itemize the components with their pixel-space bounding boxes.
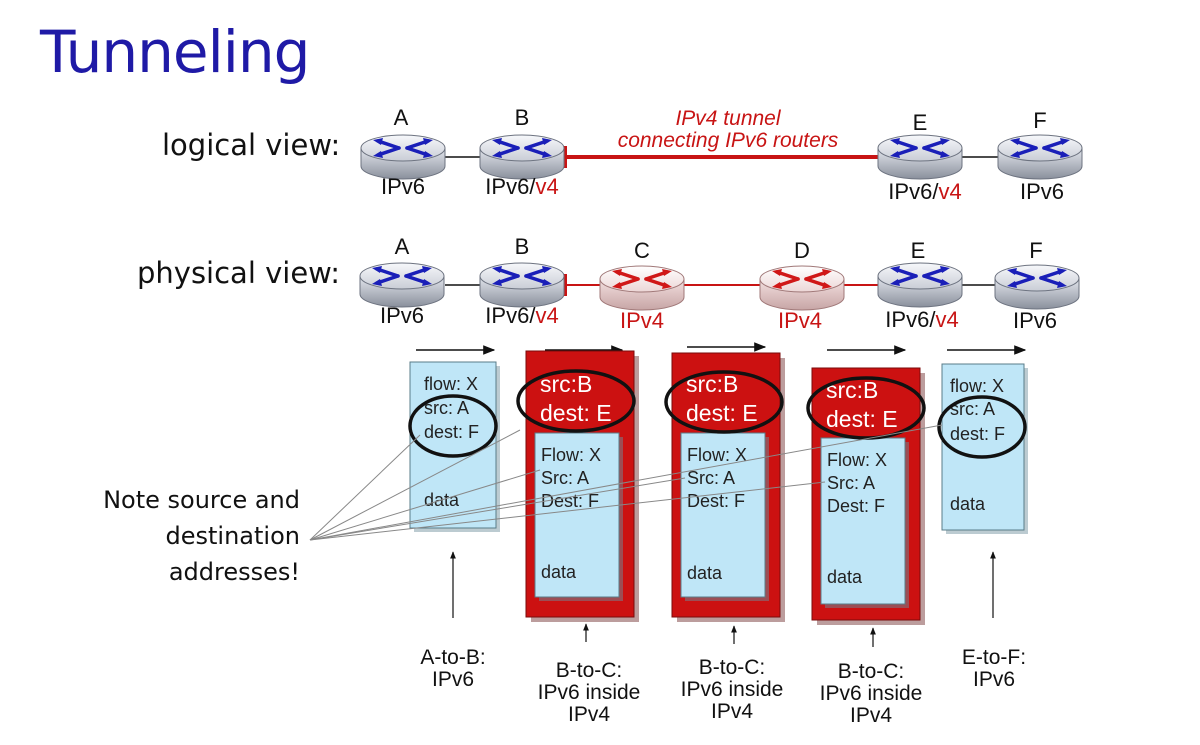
highlight-ellipse-1 xyxy=(408,394,498,458)
caption-b-to-c-2-line-3: IPv4 xyxy=(711,700,753,723)
pkt2-inner-src: Src: A xyxy=(541,468,589,488)
caption-a-to-b-line-2: IPv6 xyxy=(432,668,474,691)
router-name-b-physical: B xyxy=(515,234,530,259)
packet-e-to-f: flow: X src: A dest: F data xyxy=(941,363,1028,534)
caption-e-to-f: E-to-F: IPv6 xyxy=(962,646,1026,691)
router-icon-f-logical xyxy=(996,133,1084,181)
pkt3-inner-flow: Flow: X xyxy=(687,445,747,465)
router-type-b-logical: IPv6/v4 xyxy=(485,174,558,199)
caption-e-to-f-line-2: IPv6 xyxy=(973,668,1015,691)
router-type-f-logical: IPv6 xyxy=(1020,179,1064,204)
router-icon-e-logical xyxy=(876,133,964,181)
note-pointer-lines xyxy=(309,424,943,541)
caption-a-to-b: A-to-B: IPv6 xyxy=(420,646,485,691)
caption-b-to-c-2: B-to-C: IPv6 inside IPv4 xyxy=(681,656,784,723)
physical-view-label: physical view: xyxy=(137,256,341,290)
pkt1-flow: flow: X xyxy=(424,374,478,394)
pkt5-dest: dest: F xyxy=(950,424,1005,444)
pkt4-inner-dest: Dest: F xyxy=(827,496,885,516)
router-type-c-physical: IPv4 xyxy=(620,308,664,333)
router-name-a-logical: A xyxy=(394,105,409,130)
caption-b-to-c-3-line-3: IPv4 xyxy=(850,704,892,727)
router-type-e-physical: IPv6/v4 xyxy=(885,307,958,332)
router-name-e-logical: E xyxy=(913,110,928,135)
caption-b-to-c-1-line-2: IPv6 inside xyxy=(538,681,641,704)
pkt2-outer-dest: dest: E xyxy=(540,400,612,426)
note-line-2: destination xyxy=(165,522,300,550)
packet-b-to-c-3: src:B dest: E Flow: X Src: A Dest: F dat… xyxy=(811,367,925,625)
highlight-ellipse-4 xyxy=(806,376,926,440)
caption-b-to-c-3-line-2: IPv6 inside xyxy=(820,682,923,705)
router-type-a-physical: IPv6 xyxy=(380,303,424,328)
pkt1-dest: dest: F xyxy=(424,422,479,442)
note-line-1: Note source and xyxy=(103,486,300,514)
highlight-ellipse-5 xyxy=(937,395,1027,459)
router-name-b-logical: B xyxy=(515,105,530,130)
router-name-d-physical: D xyxy=(794,238,810,263)
router-icon-c-physical xyxy=(598,264,686,312)
caption-b-to-c-3-line-1: B-to-C: xyxy=(838,660,905,683)
page-title: Tunneling xyxy=(40,18,310,86)
router-name-a-physical: A xyxy=(395,234,410,259)
note-text: Note source and destination addresses! xyxy=(80,482,300,590)
router-icon-f-physical xyxy=(993,263,1081,311)
pkt3-outer-dest: dest: E xyxy=(686,400,758,426)
router-name-e-physical: E xyxy=(911,238,926,263)
pkt3-inner-data: data xyxy=(687,563,723,583)
caption-a-to-b-line-1: A-to-B: xyxy=(420,646,485,669)
pkt4-inner-flow: Flow: X xyxy=(827,450,887,470)
pkt2-inner-flow: Flow: X xyxy=(541,445,601,465)
router-icon-b-logical xyxy=(478,133,566,181)
caption-e-to-f-line-1: E-to-F: xyxy=(962,646,1026,669)
pkt5-src: src: A xyxy=(950,399,995,419)
pkt4-outer-src: src:B xyxy=(826,377,878,403)
router-type-d-physical: IPv4 xyxy=(778,308,822,333)
router-name-c-physical: C xyxy=(634,238,650,263)
pkt2-inner-data: data xyxy=(541,562,577,582)
router-type-b-physical: IPv6/v4 xyxy=(485,303,558,328)
router-icon-a-logical xyxy=(359,133,447,181)
pkt5-data: data xyxy=(950,494,986,514)
pkt3-inner-src: Src: A xyxy=(687,468,735,488)
router-name-f-logical: F xyxy=(1033,108,1046,133)
router-type-f-physical: IPv6 xyxy=(1013,308,1057,333)
router-icon-a-physical xyxy=(358,261,446,309)
router-icon-e-physical xyxy=(876,261,964,309)
pkt4-inner-data: data xyxy=(827,567,863,587)
router-icon-d-physical xyxy=(758,264,846,312)
caption-b-to-c-1-line-3: IPv4 xyxy=(568,703,610,726)
highlight-ellipse-3 xyxy=(664,370,784,434)
packet-b-to-c-2: src:B dest: E Flow: X Src: A Dest: F dat… xyxy=(671,352,785,622)
caption-b-to-c-2-line-2: IPv6 inside xyxy=(681,678,784,701)
caption-b-to-c-3: B-to-C: IPv6 inside IPv4 xyxy=(820,660,923,727)
pkt5-flow: flow: X xyxy=(950,376,1004,396)
caption-b-to-c-2-line-1: B-to-C: xyxy=(699,656,766,679)
tunnel-label-2: connecting IPv6 routers xyxy=(618,129,839,152)
router-icon-b-physical xyxy=(478,261,566,309)
logical-view-label: logical view: xyxy=(162,128,341,162)
pkt4-outer-dest: dest: E xyxy=(826,406,898,432)
pkt2-inner-dest: Dest: F xyxy=(541,491,599,511)
pkt4-inner-src: Src: A xyxy=(827,473,875,493)
note-line-3: addresses! xyxy=(168,558,300,586)
highlight-ellipse-2 xyxy=(516,369,636,433)
router-type-e-logical: IPv6/v4 xyxy=(888,179,961,204)
tunnel-label-1: IPv4 tunnel xyxy=(675,107,781,130)
router-type-a-logical: IPv6 xyxy=(381,174,425,199)
router-name-f-physical: F xyxy=(1029,238,1042,263)
caption-b-to-c-1-line-1: B-to-C: xyxy=(556,659,623,682)
packet-b-to-c-1: src:B dest: E Flow: X Src: A Dest: F dat… xyxy=(525,350,639,622)
pkt1-src: src: A xyxy=(424,398,469,418)
caption-b-to-c-1: B-to-C: IPv6 inside IPv4 xyxy=(538,659,641,726)
